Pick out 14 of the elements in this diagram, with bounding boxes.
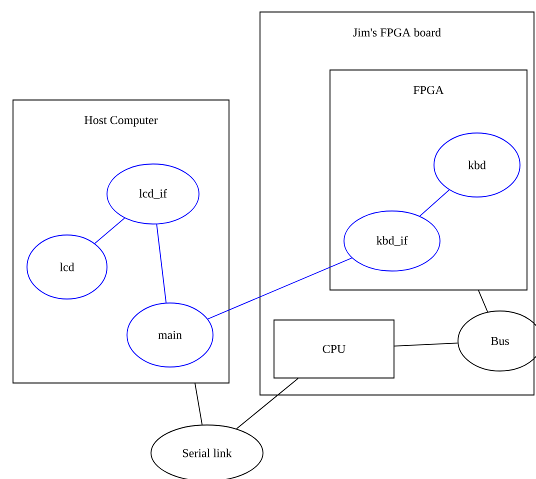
connector-line bbox=[207, 258, 352, 320]
connector-line bbox=[94, 218, 126, 244]
connector-line bbox=[478, 290, 488, 312]
ellipse-node: kbd_if bbox=[344, 210, 440, 272]
ellipse-node: lcd_if bbox=[106, 164, 200, 224]
connector-line bbox=[419, 189, 450, 217]
connector-line bbox=[236, 378, 299, 430]
process-box: CPU bbox=[274, 320, 394, 378]
ellipse-node: main bbox=[126, 302, 214, 368]
ellipse-node: lcd bbox=[26, 234, 108, 300]
connector-line bbox=[394, 342, 458, 347]
connector-line bbox=[194, 383, 203, 426]
connector-line bbox=[156, 224, 167, 304]
ellipse-node: kbd bbox=[434, 132, 520, 198]
